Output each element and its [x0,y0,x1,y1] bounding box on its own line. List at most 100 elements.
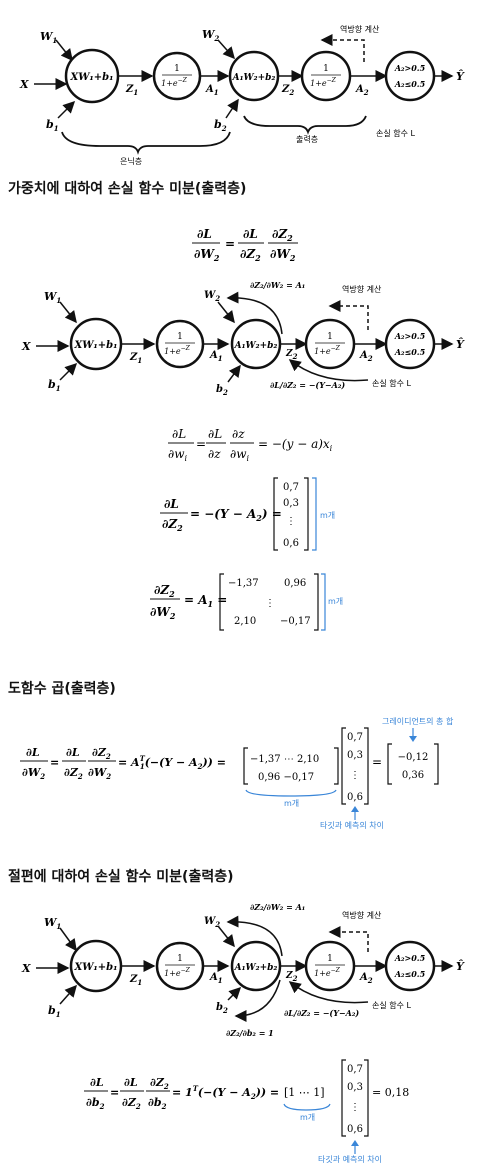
hidden-layer-label: 은닉층 [120,157,142,166]
svg-text:∂Z2: ∂Z2 [154,583,175,599]
svg-text:∂Z2: ∂Z2 [64,766,83,781]
svg-text:타깃과 예측의 차이: 타깃과 예측의 차이 [320,820,384,830]
svg-text:A₂≤0.5: A₂≤0.5 [394,347,426,357]
svg-text:1+e−Z: 1+e−Z [164,967,191,978]
svg-text:손실 함수 L: 손실 함수 L [372,1000,412,1010]
svg-text:1+e−Z: 1+e−Z [164,345,191,356]
svg-text:∂z: ∂z [232,427,245,441]
output-layer-label: 출력층 [296,134,318,144]
svg-text:Ŷ: Ŷ [456,337,465,351]
svg-text:∂b2: ∂b2 [86,1096,105,1111]
svg-text:1: 1 [174,64,180,74]
svg-text:0,6: 0,6 [347,1124,363,1135]
svg-text:Ŷ: Ŷ [456,959,465,973]
svg-text:0,6: 0,6 [347,792,363,803]
svg-text:0,7: 0,7 [347,732,363,743]
svg-text:∂b2: ∂b2 [148,1096,167,1111]
svg-text:∂L: ∂L [66,746,80,759]
svg-text:XW₁+b₁: XW₁+b₁ [73,962,117,973]
z2-label: Z2 [281,84,294,97]
x-label: X [19,78,29,91]
svg-text:⋮: ⋮ [265,598,275,609]
backprop-label: 역방향 계산 [340,24,380,34]
hidden-node [64,48,120,104]
svg-text:Z1: Z1 [129,974,142,987]
svg-text:∂L: ∂L [26,746,40,759]
svg-text:A₂≤0.5: A₂≤0.5 [394,969,426,979]
svg-text:0,96 −0,17: 0,96 −0,17 [258,772,314,783]
svg-text:b1: b1 [48,378,61,393]
svg-text:A₁W₂+b₂: A₁W₂+b₂ [234,341,278,351]
svg-text:0,96: 0,96 [284,578,306,589]
svg-text:A1: A1 [209,350,223,363]
svg-text:A2: A2 [359,350,373,363]
svg-text:m개: m개 [300,1112,315,1122]
svg-text:∂W2: ∂W2 [270,247,296,263]
heading-weight-derivative: 가중치에 대하여 손실 함수 미분(출력층) [8,181,247,197]
z1-label: Z1 [125,84,138,97]
svg-text:∂Z₂/∂W₂ = A₁: ∂Z₂/∂W₂ = A₁ [250,902,305,912]
svg-text:Z2: Z2 [285,971,298,983]
svg-text:A₁W₂+b₂: A₁W₂+b₂ [234,963,278,973]
dZ2dW2-label: ∂Z₂/∂W₂ = A₁ [250,280,305,290]
svg-text:X: X [21,962,31,975]
svg-text:∂W2: ∂W2 [22,766,45,781]
svg-text:= 1T(−(Y − A2)) =: = 1T(−(Y − A2)) = [172,1084,279,1101]
network-diagram-1: W1 X b1 XW₁+b₁ Z1 1 1+e−Z A1 W2 b2 A₁W₂+… [19,24,465,166]
svg-text:−1,37 ⋯ 2,10: −1,37 ⋯ 2,10 [250,754,319,765]
network-diagram-2: W1 X b1 XW₁+b₁ Z1 1 1+e−Z A1 W2 b2 A₁W₂+… [21,280,465,397]
dZ2db2-label: ∂Z₂/∂b₂ = 1 [226,1028,274,1038]
dLdZ2-label: ∂L/∂Z₂ = −(Y−A₂) [270,380,345,390]
svg-text:∂Z2: ∂Z2 [272,227,293,243]
svg-text:그레이디언트의 총 합: 그레이디언트의 총 합 [382,716,454,726]
grad-w-2: 0,36 [402,770,424,781]
svg-text:W1: W1 [44,290,61,305]
svg-text:∂L/∂W₂ = ∂L/∂Z₂ · ∂Z₂/∂W₂: ∂L/∂W₂ = ∂L/∂Z₂ · ∂Z₂/∂W₂ [0,221,14,223]
w1-label: W1 [40,30,57,45]
heading-bias-derivative: 절편에 대하여 손실 함수 미분(출력층) [8,869,234,885]
svg-text:∂W2: ∂W2 [194,247,220,263]
svg-text:m개: m개 [320,510,335,520]
loss-fn-label: 손실 함수 L [376,128,416,138]
svg-text:1+e−Z: 1+e−Z [161,77,188,88]
svg-text:0,7: 0,7 [283,482,299,493]
equation-activation-matrix: ∂Z2∂W2 = A1 = −1,37 0,96 ⋮ 2,10 −0,17 m개 [150,573,343,631]
svg-text:Z1: Z1 [129,352,142,365]
svg-text:∂Z2: ∂Z2 [150,1076,169,1091]
svg-text:∂L: ∂L [124,1076,138,1089]
svg-text:A₂>0.5: A₂>0.5 [394,953,426,963]
equation-scalar: ∂L∂wi = ∂L∂z ∂z∂wi = −(y − a)xi ∂L/∂wᵢ =… [0,422,333,463]
b1-label: b1 [46,118,59,133]
svg-text:=: = [110,1086,119,1099]
svg-text:A₂>0.5: A₂>0.5 [394,331,426,341]
equation-error-vector: ∂L∂Z2 = −(Y − A2) = 0,7 0,3 ⋮ 0,6 m개 [160,477,335,551]
svg-text:0,3: 0,3 [347,750,363,761]
svg-text:b2: b2 [216,1002,228,1015]
svg-text:∂L/∂Z₂ = −(Y−A₂): ∂L/∂Z₂ = −(Y−A₂) [284,1008,359,1018]
threshold-node [384,50,436,102]
svg-text:X: X [21,340,31,353]
sigmoid-node-1 [152,51,202,101]
svg-text:A₁W₂+b₂: A₁W₂+b₂ [232,73,276,83]
svg-text:∂Z2: ∂Z2 [162,517,183,533]
svg-text:1+e−Z: 1+e−Z [314,967,341,978]
b2-label: b2 [214,118,227,133]
svg-text:=: = [50,756,59,769]
svg-text:Z2: Z2 [285,349,298,361]
svg-text:∂L: ∂L [172,427,186,441]
svg-text:= −(Y − A2) =: = −(Y − A2) = [190,507,282,523]
svg-text:1+e−Z: 1+e−Z [310,77,337,88]
w2-label: W2 [202,28,219,43]
heading-chain-product: 도함수 곱(출력층) [8,681,116,697]
svg-text:1+e−Z: 1+e−Z [314,345,341,356]
hidden-node-label: XW₁+b₁ [69,72,113,83]
svg-text:m개: m개 [284,798,299,808]
svg-text:= AT1(−(Y − A2)) =: = AT1(−(Y − A2)) = [118,754,226,771]
svg-text:=: = [225,237,235,251]
grad-b: = 0,18 [372,1086,409,1099]
svg-text:1: 1 [177,954,183,964]
svg-text:A1: A1 [209,972,223,985]
svg-text:∂Z2: ∂Z2 [240,247,261,263]
equation-chain-rule: ∂L∂W2 = ∂L∂Z2 ∂Z2∂W2 ∂L/∂W₂ = ∂L/∂Z₂ · ∂… [0,221,298,263]
svg-text:0,3: 0,3 [283,498,299,509]
